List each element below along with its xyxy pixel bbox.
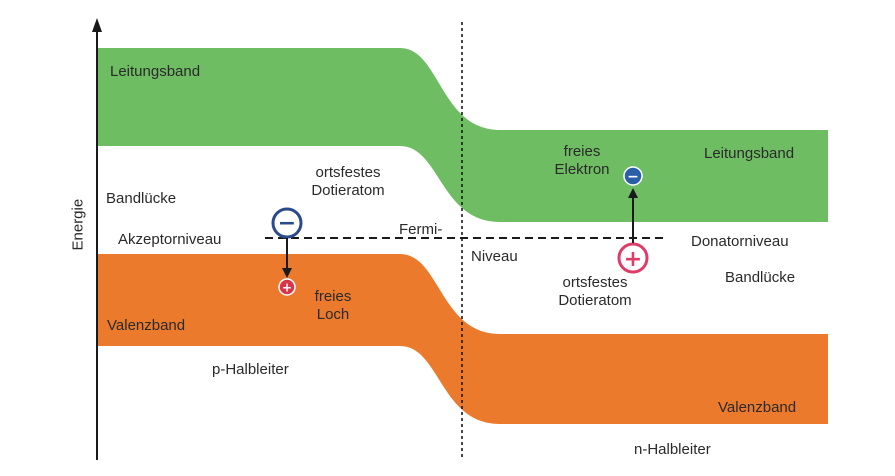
electron-transition-arrowhead [628,188,638,198]
conduction-band-n-label: Leitungsband [704,145,795,162]
acceptor-ion [271,207,303,239]
free-electron-sign: − [627,169,639,185]
valence-band-p-label: Valenzband [107,317,186,334]
fixed-dopant-n-label: ortsfestes Dotieratom [545,274,645,310]
donor-ion [617,242,649,274]
valence-band [97,254,828,424]
free-hole-label: freies Loch [300,288,366,324]
free-hole [278,278,296,296]
fixed-dopant-p-label: ortsfestes Dotieratom [298,164,398,200]
fixed-dopant-p-line2: Dotieratom [311,182,385,199]
free-hole-sign: + [282,281,292,295]
free-electron-label: freies Elektron [540,143,624,179]
conduction-band [97,48,828,222]
valence-band-n-label: Valenzband [718,399,797,416]
fixed-dopant-n-line2: Dotieratom [558,292,632,309]
band-gap-p-label: Bandlücke [106,190,177,207]
hole-transition-arrowhead [282,268,292,278]
fixed-dopant-n-line1: ortsfestes [562,274,628,291]
acceptor-level-label: Akzeptorniveau [118,231,222,248]
free-electron [623,166,643,186]
p-type-label: p-Halbleiter [212,361,289,378]
free-hole-line1: freies [314,288,352,305]
free-electron-line2: Elektron [554,161,610,178]
fermi-level-label-line2: Niveau [471,248,518,265]
fixed-dopant-p-line1: ortsfestes [315,164,381,181]
energy-axis-arrowhead [92,18,102,32]
n-type-label: n-Halbleiter [634,441,711,458]
band-gap-n-label: Bandlücke [725,269,796,286]
conduction-band-p-label: Leitungsband [110,63,201,80]
donor-ion-sign: + [624,247,642,272]
donor-level-label: Donatorniveau [691,233,789,250]
free-hole-line2: Loch [316,306,350,323]
acceptor-ion-sign: − [278,211,296,236]
energy-axis-label: Energie [69,198,87,251]
fermi-level-label-line1: Fermi- [399,221,443,238]
free-electron-line1: freies [563,143,601,160]
